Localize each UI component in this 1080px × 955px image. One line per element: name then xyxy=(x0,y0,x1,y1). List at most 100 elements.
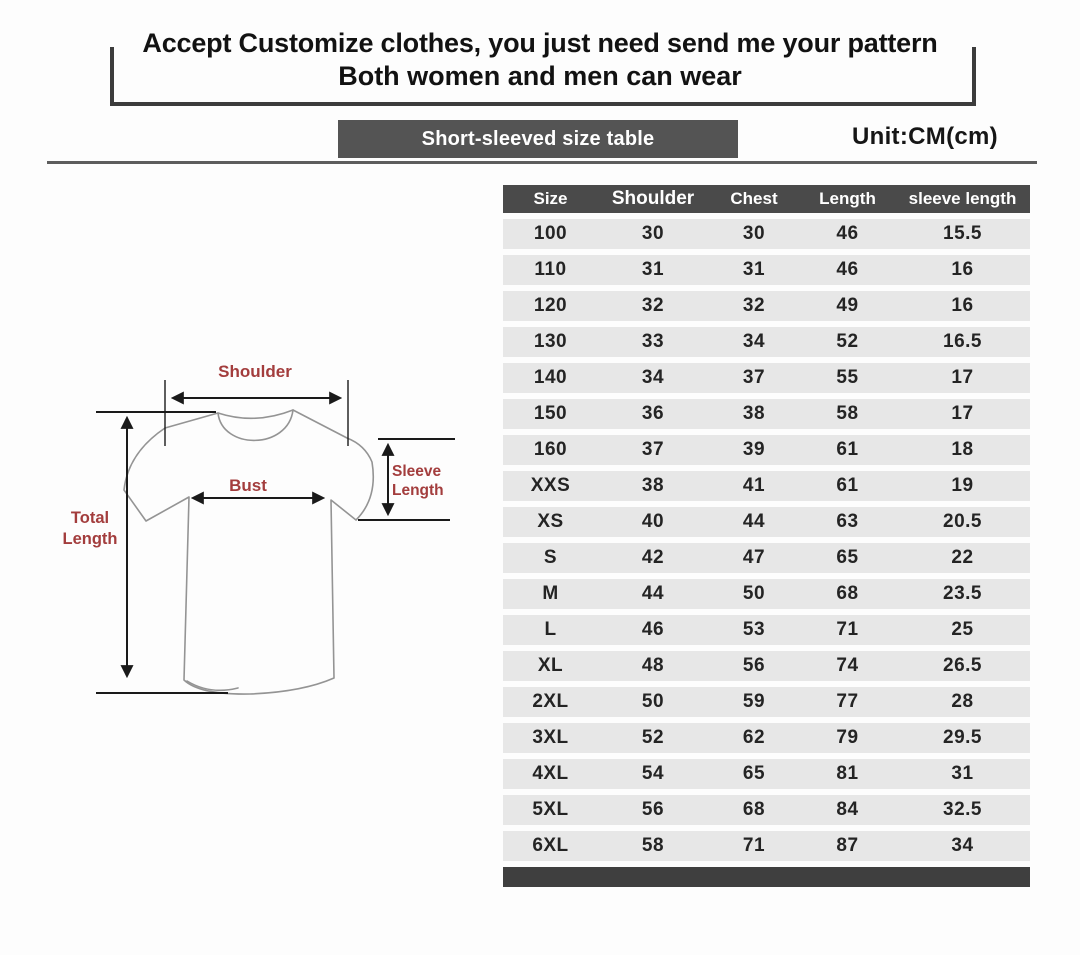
value-cell: 68 xyxy=(836,583,859,604)
size-cell: 140 xyxy=(533,367,568,388)
value-cell: 46 xyxy=(836,259,859,280)
value-cell: 16.5 xyxy=(943,331,982,352)
value-cell: 63 xyxy=(836,511,859,532)
value-cell: 26.5 xyxy=(943,655,982,676)
table-row: 160 37 39 61 18 xyxy=(503,435,1030,465)
total-length-label: Total Length xyxy=(62,509,118,548)
size-cell: 150 xyxy=(533,403,568,424)
value-cell: 68 xyxy=(742,799,766,820)
unit-label: Unit:CM(cm) xyxy=(852,123,998,150)
column-header: Length xyxy=(819,189,876,208)
size-cell: M xyxy=(542,583,559,604)
value-cell: 18 xyxy=(951,439,974,460)
tshirt-measurement-diagram: Shoulder Bust Sleeve Length Total Length xyxy=(50,350,480,720)
measurement-arrows xyxy=(96,391,455,694)
size-cell: 160 xyxy=(533,439,568,460)
size-cell: 110 xyxy=(534,259,567,280)
value-cell: 56 xyxy=(742,655,766,676)
value-cell: 48 xyxy=(641,655,665,676)
bust-label: Bust xyxy=(229,476,267,495)
value-cell: 71 xyxy=(742,835,766,856)
table-row: 110 31 31 46 16 xyxy=(503,255,1030,285)
value-cell: 40 xyxy=(641,511,665,532)
size-cell: 5XL xyxy=(532,799,569,820)
value-cell: 36 xyxy=(641,403,665,424)
value-cell: 16 xyxy=(951,295,974,316)
size-cell: 3XL xyxy=(532,727,569,748)
value-cell: 50 xyxy=(742,583,766,604)
value-cell: 44 xyxy=(742,511,766,532)
size-cell: 2XL xyxy=(532,691,569,712)
column-header: Size xyxy=(533,189,568,208)
size-cell: S xyxy=(543,547,558,568)
value-cell: 30 xyxy=(641,223,665,244)
value-cell: 15.5 xyxy=(943,223,982,244)
column-header: Chest xyxy=(730,189,778,208)
value-cell: 61 xyxy=(836,439,859,460)
value-cell: 31 xyxy=(951,763,974,784)
value-cell: 79 xyxy=(836,727,859,748)
headline-line2: Both women and men can wear xyxy=(338,61,742,91)
sleeve-length-label: Sleeve Length xyxy=(392,463,444,499)
value-cell: 58 xyxy=(836,403,859,424)
value-cell: 61 xyxy=(836,475,859,496)
value-cell: 32 xyxy=(742,295,766,316)
value-cell: 31 xyxy=(641,259,665,280)
value-cell: 41 xyxy=(742,475,766,496)
tshirt-shape xyxy=(123,409,375,695)
headline: Accept Customize clothes, you just need … xyxy=(70,26,1010,92)
value-cell: 81 xyxy=(836,763,859,784)
value-cell: 65 xyxy=(836,547,859,568)
value-cell: 44 xyxy=(641,583,665,604)
value-cell: 42 xyxy=(641,547,665,568)
divider-line xyxy=(47,161,1037,164)
value-cell: 49 xyxy=(836,295,859,316)
value-cell: 37 xyxy=(742,367,766,388)
size-cell: XXS xyxy=(530,475,571,496)
value-cell: 47 xyxy=(742,547,766,568)
value-cell: 54 xyxy=(641,763,665,784)
value-cell: 50 xyxy=(641,691,665,712)
size-cell: 100 xyxy=(533,223,568,244)
value-cell: 33 xyxy=(641,331,665,352)
headline-bracket-border xyxy=(110,47,976,106)
table-row: XL 48 56 74 26.5 xyxy=(503,651,1030,681)
value-cell: 53 xyxy=(742,619,766,640)
value-cell: 77 xyxy=(836,691,859,712)
headline-line1: Accept Customize clothes, you just need … xyxy=(142,28,938,58)
value-cell: 20.5 xyxy=(943,511,982,532)
table-row: S 42 47 65 22 xyxy=(503,543,1030,573)
value-cell: 38 xyxy=(742,403,766,424)
value-cell: 29.5 xyxy=(943,727,982,748)
value-cell: 30 xyxy=(742,223,766,244)
value-cell: 16 xyxy=(951,259,974,280)
value-cell: 56 xyxy=(641,799,665,820)
value-cell: 31 xyxy=(742,259,766,280)
value-cell: 62 xyxy=(742,727,766,748)
value-cell: 39 xyxy=(742,439,766,460)
table-title-bar: Short-sleeved size table xyxy=(338,120,738,158)
value-cell: 32 xyxy=(641,295,665,316)
value-cell: 74 xyxy=(836,655,859,676)
tshirt-outline-drawing xyxy=(96,380,455,695)
value-cell: 32.5 xyxy=(943,799,982,820)
size-cell: 6XL xyxy=(532,835,569,856)
value-cell: 52 xyxy=(836,331,859,352)
size-cell: XL xyxy=(537,655,564,676)
column-header: sleeve length xyxy=(908,189,1017,208)
value-cell: 22 xyxy=(951,547,974,568)
value-cell: 37 xyxy=(641,439,665,460)
value-cell: 17 xyxy=(951,367,974,388)
